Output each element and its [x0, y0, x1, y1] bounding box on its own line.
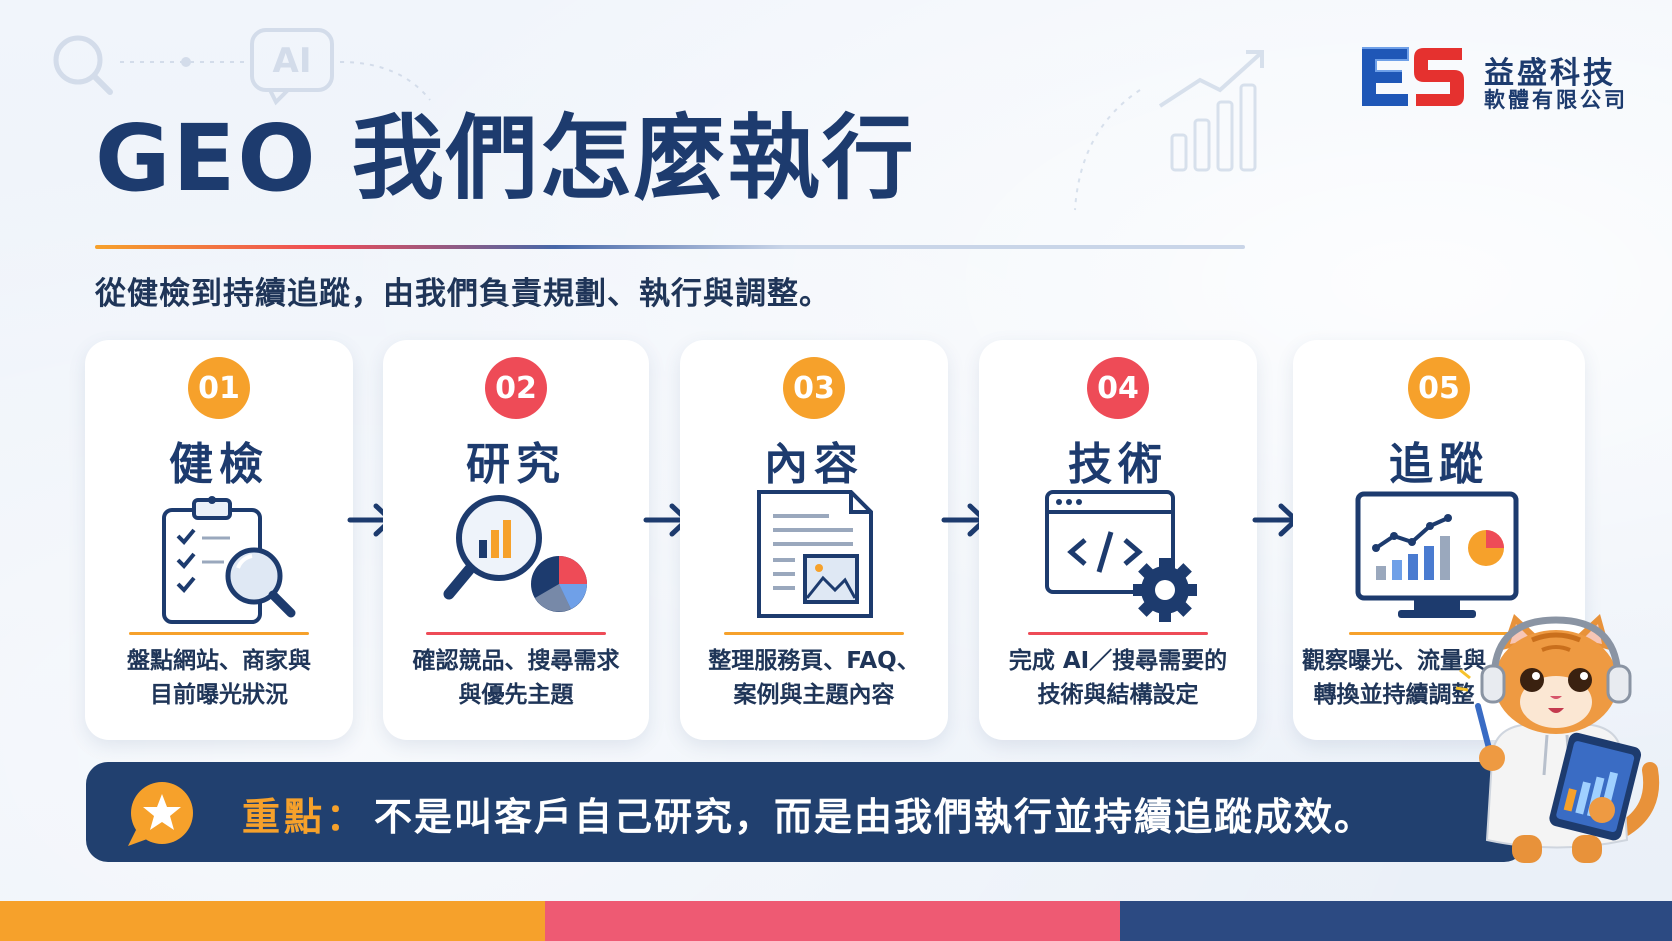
step-title: 追蹤	[1389, 439, 1489, 490]
step-description: 盤點網站、商家與 目前曝光狀況	[95, 644, 343, 712]
step-title: 健檢	[169, 439, 269, 490]
page-subtitle: 從健檢到持續追蹤，由我們負責規劃、執行與調整。	[95, 276, 831, 312]
key-point-label: 重點：	[242, 795, 369, 839]
step-card-research: 02 研究 確認競品、搜尋需求 與優先主題	[383, 340, 649, 740]
bottom-stripe-orange	[0, 901, 545, 941]
step-description-line2: 案例與主題內容	[733, 682, 895, 708]
search-ai-decoration: AI	[53, 28, 431, 106]
step-description-line2: 目前曝光狀況	[150, 682, 288, 708]
bottom-stripe-navy	[1120, 901, 1672, 941]
step-description-line2: 轉換並持續調整	[1313, 682, 1475, 708]
step-description-line1: 確認競品、搜尋需求	[412, 648, 620, 674]
key-point-banner: 重點： 不是叫客戶自己研究，而是由我們執行並持續追蹤成效。	[86, 762, 1526, 862]
step-number-badge: 02	[485, 357, 547, 419]
key-point-text: 不是叫客戶自己研究，而是由我們執行並持續追蹤成效。	[374, 795, 1375, 839]
step-card-technical: 04 技術 完成 AI／	[979, 340, 1257, 740]
step-title: 研究	[466, 439, 566, 490]
ai-badge-text: AI	[273, 41, 312, 81]
step-title: 技術	[1068, 439, 1168, 490]
magnifier-chart-icon	[431, 488, 601, 628]
document-image-icon	[729, 488, 899, 628]
step-description-line1: 盤點網站、商家與	[127, 648, 311, 674]
step-description: 觀察曝光、流量與 轉換並持續調整	[1293, 644, 1495, 712]
step-description-line1: 觀察曝光、流量與	[1302, 648, 1486, 674]
step-description-line1: 完成 AI／搜尋需要的	[1008, 648, 1228, 674]
step-divider	[724, 632, 904, 635]
growth-chart-decoration	[1074, 50, 1264, 211]
step-divider	[426, 632, 606, 635]
step-description: 確認競品、搜尋需求 與優先主題	[393, 644, 639, 712]
star-bubble-icon	[128, 782, 193, 846]
step-title: 內容	[764, 439, 864, 490]
page-title: GEO 我們怎麼執行	[95, 105, 916, 212]
step-card-content: 03 內容 整理服務頁、FAQ、 案例與主題內容	[680, 340, 948, 740]
es-logo-mark	[1362, 47, 1464, 106]
company-logo: 益盛科技 軟體有限公司	[1358, 44, 1628, 112]
title-underline	[95, 245, 1245, 249]
step-description: 整理服務頁、FAQ、 案例與主題內容	[690, 644, 938, 712]
step-number-badge: 04	[1087, 357, 1149, 419]
logo-company-subtitle: 軟體有限公司	[1484, 88, 1628, 112]
step-description: 完成 AI／搜尋需要的 技術與結構設定	[989, 644, 1247, 712]
clipboard-magnifier-icon	[134, 488, 304, 628]
step-card-health-check: 01 健檢 盤點網站、商家與 目前曝光狀況	[85, 340, 353, 740]
step-divider	[1028, 632, 1208, 635]
step-description-line2: 技術與結構設定	[1037, 682, 1199, 708]
logo-company-name: 益盛科技	[1484, 56, 1616, 91]
step-divider	[129, 632, 309, 635]
step-number-badge: 01	[188, 357, 250, 419]
step-description-line1: 整理服務頁、FAQ、	[708, 648, 920, 674]
step-description-line2: 與優先主題	[458, 682, 574, 708]
step-number-badge: 03	[783, 357, 845, 419]
monitor-analytics-icon	[1354, 488, 1524, 628]
step-divider	[1349, 632, 1529, 635]
bottom-stripe-pink	[545, 901, 1120, 941]
code-window-gear-icon	[1033, 488, 1203, 628]
step-number-badge: 05	[1408, 357, 1470, 419]
cat-mascot-illustration	[1455, 614, 1660, 863]
